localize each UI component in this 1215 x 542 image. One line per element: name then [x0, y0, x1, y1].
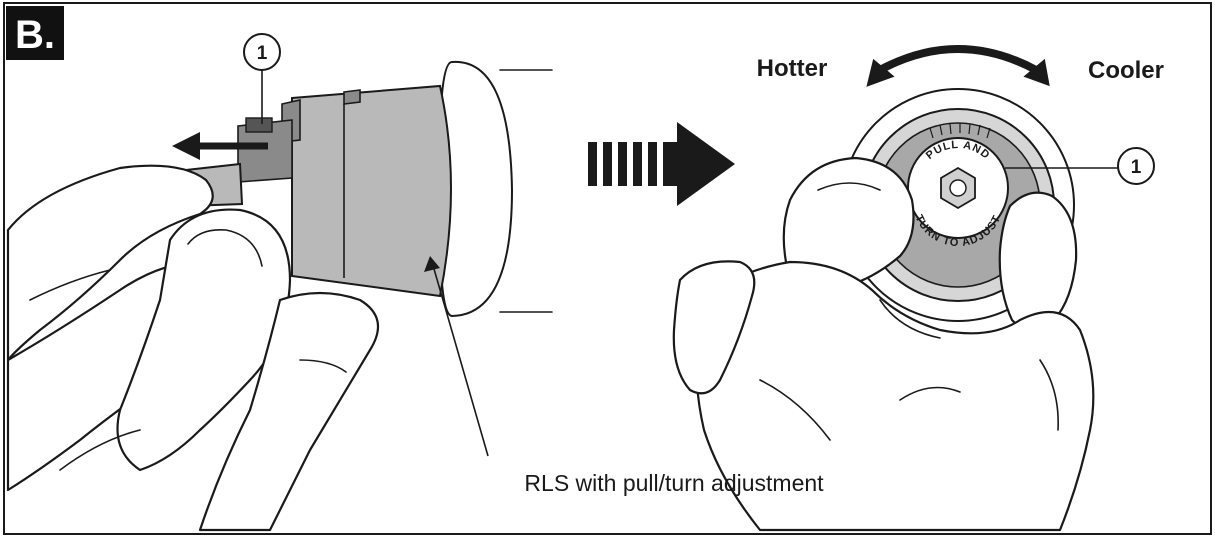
left-callout-number: 1	[257, 43, 268, 64]
cooler-label: Cooler	[1088, 57, 1164, 84]
caption-text: RLS with pull/turn adjustment	[524, 470, 824, 496]
center-hex-nut-bore	[949, 179, 967, 197]
stem-knurl	[245, 117, 273, 133]
right-hand-wrist-edge	[672, 260, 756, 395]
pull-direction-arrow-icon	[172, 132, 268, 160]
right-callout-circle	[1117, 147, 1155, 185]
right-hand-crease-2	[1039, 359, 1059, 431]
left-callout-circle	[243, 33, 281, 71]
right-callout-number: 1	[1131, 157, 1142, 178]
right-illustration: PULL AND TURN TO ADJUST Hotter Cooler 1	[672, 45, 1164, 532]
panel-label-box	[6, 6, 64, 60]
left-hand-crease-3	[299, 359, 347, 373]
transition-arrow-icon	[588, 122, 735, 206]
right-thumb-nail	[817, 182, 881, 191]
left-hand-crease-2	[29, 269, 111, 301]
dial-scale-ticks	[929, 123, 991, 139]
left-hand-lower-finger	[198, 291, 380, 532]
right-hand-palm	[694, 260, 1095, 532]
rotation-double-arrow-icon	[866, 45, 1050, 87]
left-hand-crease-1	[59, 429, 141, 471]
left-illustration: 1	[6, 33, 553, 532]
caption-leader	[431, 261, 489, 457]
right-hand-crease-1	[879, 299, 941, 339]
panel-label: B.	[6, 6, 64, 60]
caption-leader-arrowhead	[424, 256, 440, 272]
right-hand-crease-3	[759, 379, 831, 441]
left-thumb-nail	[187, 228, 263, 267]
panel-label-text: B.	[15, 13, 55, 57]
cap-notch	[343, 89, 361, 105]
left-hand-thumb	[116, 208, 292, 472]
right-hand-crease-4	[899, 386, 961, 401]
hotter-label: Hotter	[757, 55, 828, 82]
